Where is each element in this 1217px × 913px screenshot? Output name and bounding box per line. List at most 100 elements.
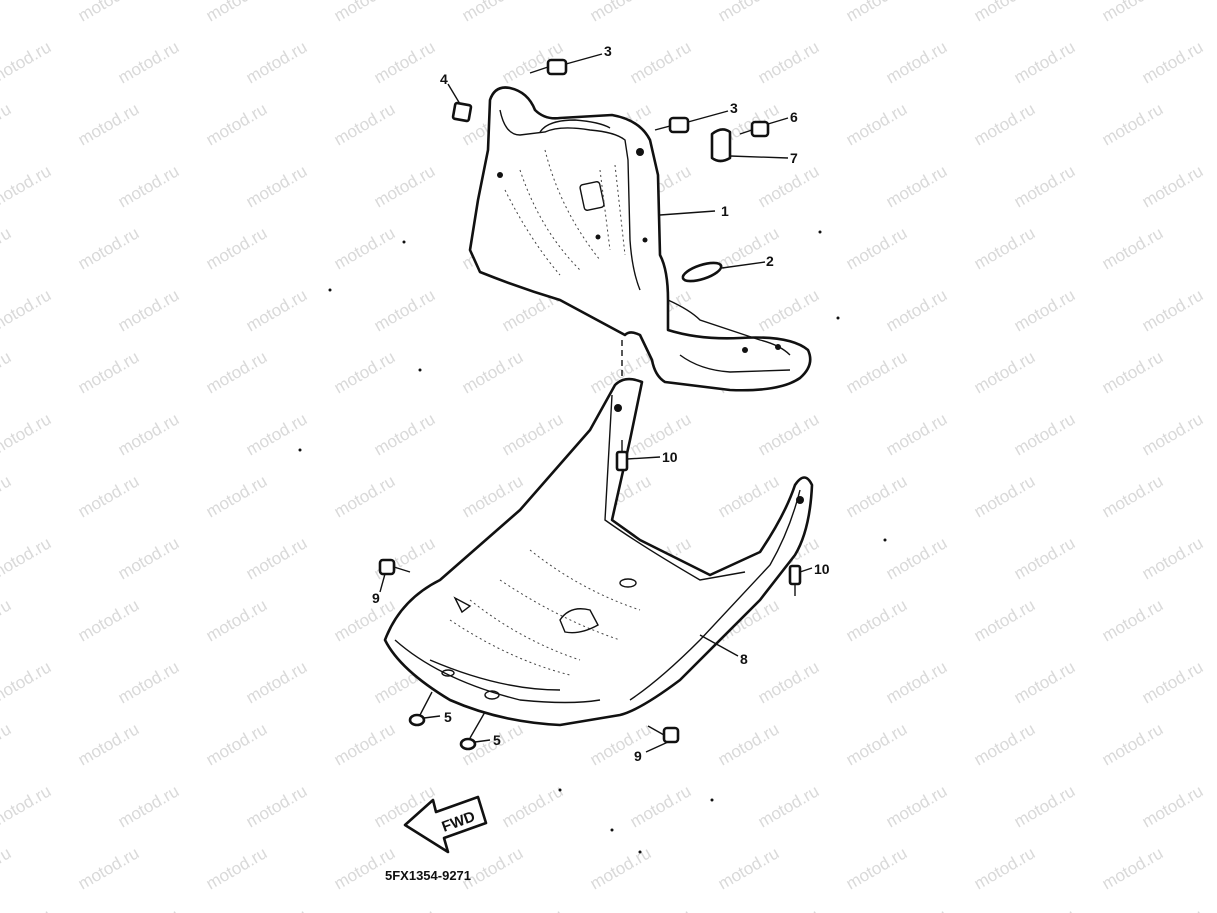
watermark-text: motod.ru: [371, 409, 439, 459]
watermark-text: motod.ru: [115, 533, 183, 583]
watermark-text: motod.ru: [115, 781, 183, 831]
watermark-text: motod.ru: [331, 719, 399, 769]
watermark-text: motod.ru: [203, 843, 271, 893]
watermark-text: motod.ru: [843, 0, 911, 25]
watermark-text: motod.ru: [883, 905, 951, 913]
watermark-text: motod.ru: [0, 161, 54, 211]
watermark-text: motod.ru: [1011, 657, 1079, 707]
watermark-text: motod.ru: [499, 409, 567, 459]
watermark-text: motod.ru: [0, 37, 54, 87]
part-4-nut: [447, 83, 473, 123]
part-2-clip: [681, 261, 766, 283]
watermark-text: motod.ru: [0, 657, 54, 707]
watermark-text: motod.ru: [587, 0, 655, 25]
watermark-text: motod.ru: [1011, 409, 1079, 459]
watermark-text: motod.ru: [971, 99, 1039, 149]
watermark-text: motod.ru: [755, 409, 823, 459]
watermark-text: motod.ru: [203, 719, 271, 769]
watermark-text: motod.ru: [459, 0, 527, 25]
watermark-text: motod.ru: [1011, 905, 1079, 913]
watermark-text: motod.ru: [0, 285, 54, 335]
part-3-screw-top: [529, 53, 603, 76]
watermark-text: motod.ru: [115, 905, 183, 913]
watermark-text: motod.ru: [843, 471, 911, 521]
watermark-text: motod.ru: [371, 161, 439, 211]
watermark-text: motod.ru: [1139, 37, 1207, 87]
watermark-text: motod.ru: [0, 595, 14, 645]
watermark-text: motod.ru: [0, 223, 14, 273]
watermark-text: motod.ru: [0, 347, 14, 397]
watermark-text: motod.ru: [715, 471, 783, 521]
watermark-text: motod.ru: [1099, 0, 1167, 25]
watermark-text: motod.ru: [1011, 781, 1079, 831]
callout-part-9-right: 9: [634, 748, 642, 764]
part-9-bolt-left: [378, 558, 411, 593]
watermark-text: motod.ru: [0, 409, 54, 459]
watermark-text: motod.ru: [1139, 285, 1207, 335]
callout-part-5-left: 5: [444, 709, 452, 725]
watermark-text: motod.ru: [243, 409, 311, 459]
callout-part-1: 1: [721, 203, 729, 219]
watermark-text: motod.ru: [243, 905, 311, 913]
watermark-text: motod.ru: [331, 223, 399, 273]
watermark-text: motod.ru: [75, 595, 143, 645]
watermark-text: motod.ru: [115, 161, 183, 211]
watermark-text: motod.ru: [0, 533, 54, 583]
callout-part-10-lower: 10: [814, 561, 830, 577]
watermark-text: motod.ru: [971, 843, 1039, 893]
watermark-text: motod.ru: [883, 161, 951, 211]
part-8-footboard: [383, 377, 814, 727]
watermark-text: motod.ru: [75, 99, 143, 149]
watermark-text: motod.ru: [883, 37, 951, 87]
watermark-text: motod.ru: [499, 905, 567, 913]
watermark-text: motod.ru: [1099, 99, 1167, 149]
callout-part-5-right: 5: [493, 732, 501, 748]
watermark-text: motod.ru: [331, 99, 399, 149]
watermark-text: motod.ru: [883, 409, 951, 459]
watermark-text: motod.ru: [243, 285, 311, 335]
watermark-text: motod.ru: [755, 161, 823, 211]
watermark-text: motod.ru: [203, 99, 271, 149]
watermark-text: motod.ru: [755, 657, 823, 707]
watermark-text: motod.ru: [587, 719, 655, 769]
watermark-text: motod.ru: [203, 223, 271, 273]
callout-part-4: 4: [440, 71, 448, 87]
watermark-text: motod.ru: [75, 471, 143, 521]
watermark-text: motod.ru: [1011, 161, 1079, 211]
watermark-text: motod.ru: [1099, 595, 1167, 645]
watermark-text: motod.ru: [755, 37, 823, 87]
callout-part-2: 2: [766, 253, 774, 269]
watermark-text: motod.ru: [971, 471, 1039, 521]
watermark-text: motod.ru: [971, 223, 1039, 273]
watermark-text: motod.ru: [627, 905, 695, 913]
watermark-text: motod.ru: [115, 285, 183, 335]
watermark-text: motod.ru: [115, 37, 183, 87]
watermark-text: motod.ru: [843, 595, 911, 645]
callout-part-6: 6: [790, 109, 798, 125]
watermark-text: motod.ru: [1139, 781, 1207, 831]
watermark-text: motod.ru: [243, 161, 311, 211]
watermark-text: motod.ru: [371, 905, 439, 913]
watermark-text: motod.ru: [331, 471, 399, 521]
callout-part-10-upper: 10: [662, 449, 678, 465]
watermark-text: motod.ru: [715, 0, 783, 25]
leader-part-1: [659, 210, 716, 216]
watermark-text: motod.ru: [1139, 161, 1207, 211]
watermark-text: motod.ru: [75, 223, 143, 273]
watermark-text: motod.ru: [203, 347, 271, 397]
watermark-text: motod.ru: [1099, 471, 1167, 521]
watermark-text: motod.ru: [883, 657, 951, 707]
watermark-text: motod.ru: [203, 595, 271, 645]
watermark-text: motod.ru: [1099, 347, 1167, 397]
watermark-text: motod.ru: [243, 37, 311, 87]
watermark-text: motod.ru: [0, 471, 14, 521]
part-10-screw-lower: [788, 564, 813, 596]
watermark-text: motod.ru: [243, 657, 311, 707]
watermark-text: motod.ru: [75, 843, 143, 893]
watermark-text: motod.ru: [1011, 533, 1079, 583]
watermark-text: motod.ru: [371, 285, 439, 335]
watermark-text: motod.ru: [243, 781, 311, 831]
watermark-text: motod.ru: [883, 533, 951, 583]
watermark-text: motod.ru: [587, 843, 655, 893]
watermark-text: motod.ru: [1099, 223, 1167, 273]
